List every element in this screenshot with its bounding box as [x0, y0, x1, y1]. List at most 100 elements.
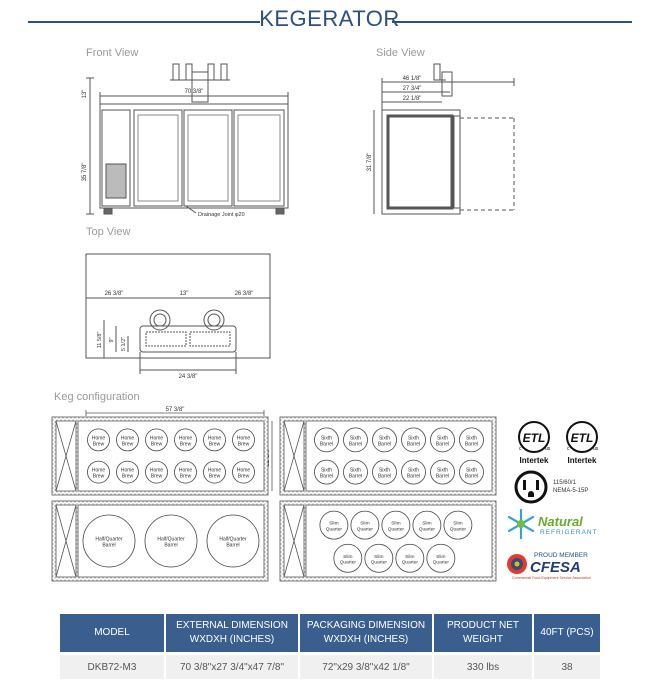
- keg-label: Brew: [238, 474, 250, 480]
- front-width-dim: 70 3/8": [185, 89, 204, 95]
- etl-logo-2: ETL c us: [566, 421, 599, 453]
- keg-label: Sixth: [350, 435, 361, 441]
- keg-label: Half/Quarter: [219, 537, 247, 543]
- front-view-drawing: 70 3/8" 13" 35 7/8" Drainage Joint φ20: [82, 63, 289, 218]
- keg-label: Sixth: [350, 468, 361, 474]
- keg-label: Sixth: [437, 468, 448, 474]
- keg-label: Quarter: [450, 526, 467, 532]
- keg-label: Slim: [422, 521, 431, 527]
- keg-label: Home: [150, 435, 164, 441]
- beer-tap-icon: [433, 63, 453, 97]
- keg-label: Half/Quarter: [157, 537, 185, 543]
- keg-label: Quarter: [326, 526, 343, 532]
- svg-text:c: c: [519, 446, 522, 452]
- drain-label: Drainage Joint φ20: [198, 212, 245, 218]
- keg-label: Home: [237, 468, 251, 474]
- keg-label: Home: [150, 468, 164, 474]
- svg-text:ETL: ETL: [523, 431, 546, 445]
- plug-spec-2: NEMA-5-15P: [553, 488, 589, 494]
- cell-external-dim: 70 3/8"x27 3/4"x47 7/8": [165, 652, 300, 679]
- top-view-drawing: 26 3/8" 13" 26 3/8" 11 5/8" 9" 5 1/2" 24…: [85, 253, 271, 380]
- keg-label: Home: [208, 435, 222, 441]
- keg-label: Quarter: [340, 560, 357, 566]
- header-external-dim: EXTERNAL DIMENSION WXDXH (INCHES): [165, 614, 300, 654]
- etl-2-sub: Intertek: [567, 456, 597, 465]
- keg-label: Brew: [209, 474, 221, 480]
- keg-label: Slim: [453, 521, 462, 527]
- keg-label: Slim: [391, 521, 400, 527]
- keg-label: Home: [92, 435, 106, 441]
- keg-label: Sixth: [379, 468, 390, 474]
- header-model: MODEL: [60, 614, 166, 654]
- svg-text:c: c: [567, 446, 570, 452]
- keg-label: Barrel: [465, 441, 478, 447]
- keg-label: Quarter: [357, 526, 374, 532]
- keg-config-label: Keg configuration: [54, 391, 140, 403]
- front-tower-dim: 13": [82, 90, 88, 99]
- plug-icon: [514, 470, 548, 504]
- side-view-drawing: 46 1/8" 27 3/4" 22 1/8" 31 7/8": [367, 63, 515, 215]
- keg-label: Brew: [180, 441, 192, 447]
- keg-label: Barrel: [102, 543, 115, 549]
- natural-text: Natural: [538, 514, 583, 529]
- keg-label: Quarter: [388, 526, 405, 532]
- title-rule-right: [392, 21, 632, 23]
- svg-text:us: us: [593, 446, 599, 452]
- keg-label: Barrel: [407, 474, 420, 480]
- cell-40ft: 38: [533, 652, 600, 679]
- proud-member-text: PROUD MEMBER: [534, 552, 588, 559]
- keg-label: Home: [179, 468, 193, 474]
- keg-label: Slim: [343, 554, 352, 560]
- keg-label: Quarter: [371, 560, 388, 566]
- top-vert-dim-1: 11 5/8": [97, 332, 103, 349]
- keg-label: Home: [121, 468, 135, 474]
- keg-label: Sixth: [379, 435, 390, 441]
- keg-label: Sixth: [408, 435, 419, 441]
- snowflake-icon: [507, 508, 535, 540]
- svg-text:us: us: [545, 446, 551, 452]
- cell-net-weight: 330 lbs: [433, 652, 534, 679]
- keg-label: Sixth: [321, 435, 332, 441]
- side-height-dim: 31 7/8": [367, 153, 373, 172]
- keg-label: Barrel: [349, 474, 362, 480]
- side-depth-dim-1: 46 1/8": [403, 76, 422, 82]
- keg-label: Quarter: [433, 560, 450, 566]
- keg-label: Sixth: [321, 468, 332, 474]
- keg-label: Home: [237, 435, 251, 441]
- keg-label: Slim: [405, 554, 414, 560]
- top-vert-dim-2: 9": [109, 337, 115, 342]
- keg-label: Barrel: [436, 474, 449, 480]
- cell-model: DKB72-M3: [60, 652, 166, 679]
- keg-label: Quarter: [419, 526, 436, 532]
- keg-label: Barrel: [436, 441, 449, 447]
- refrigerant-text: REFRIGERANT: [540, 529, 598, 536]
- top-bottom-dim: 24 3/8": [179, 374, 198, 380]
- keg-label: Barrel: [226, 543, 239, 549]
- svg-text:ETL: ETL: [571, 431, 594, 445]
- keg-label: Barrel: [320, 474, 333, 480]
- keg-label: Brew: [151, 441, 163, 447]
- keg-label: Barrel: [349, 441, 362, 447]
